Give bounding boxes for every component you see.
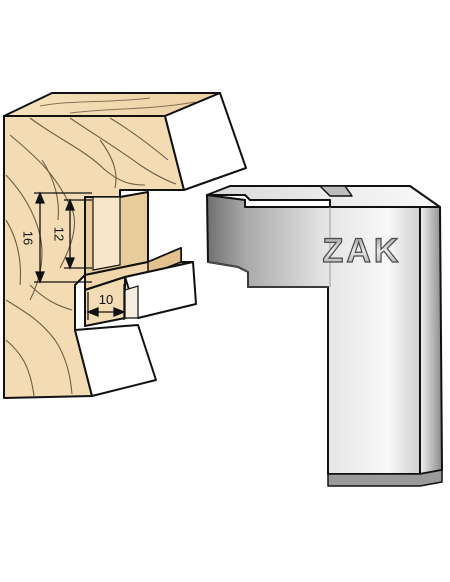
dim-12-arrow-bottom [65, 257, 75, 270]
groove-back-wall [92, 196, 121, 271]
steel-cutter: ZAK [206, 185, 443, 487]
dim-16-arrow-top [35, 191, 45, 204]
upper-end-face [164, 92, 247, 191]
wood-top-grain [39, 97, 196, 114]
tongue-end-lower [124, 285, 139, 319]
dimension-labels: 16 12 10 [21, 227, 114, 307]
dimension-annotations [34, 191, 126, 320]
dim-12-label: 12 [52, 227, 67, 241]
cutter-top-notch [319, 185, 353, 197]
dim-10-arrow-right [113, 307, 126, 317]
dim-10-label: 10 [99, 292, 113, 307]
dim-12-arrow-top [65, 198, 75, 211]
dim-16-label: 16 [21, 231, 36, 245]
dim-16-arrow-bottom [35, 271, 45, 284]
cutter-step-shadow [207, 261, 328, 288]
cutter-side-face [419, 206, 443, 475]
brand-logo: ZAK [323, 232, 402, 270]
wood-workpiece [3, 92, 247, 399]
cutter-bottom-edge [327, 469, 443, 487]
lower-end-face [74, 324, 157, 397]
tongue-step [147, 247, 182, 276]
dim-10-arrow-left [86, 307, 99, 317]
